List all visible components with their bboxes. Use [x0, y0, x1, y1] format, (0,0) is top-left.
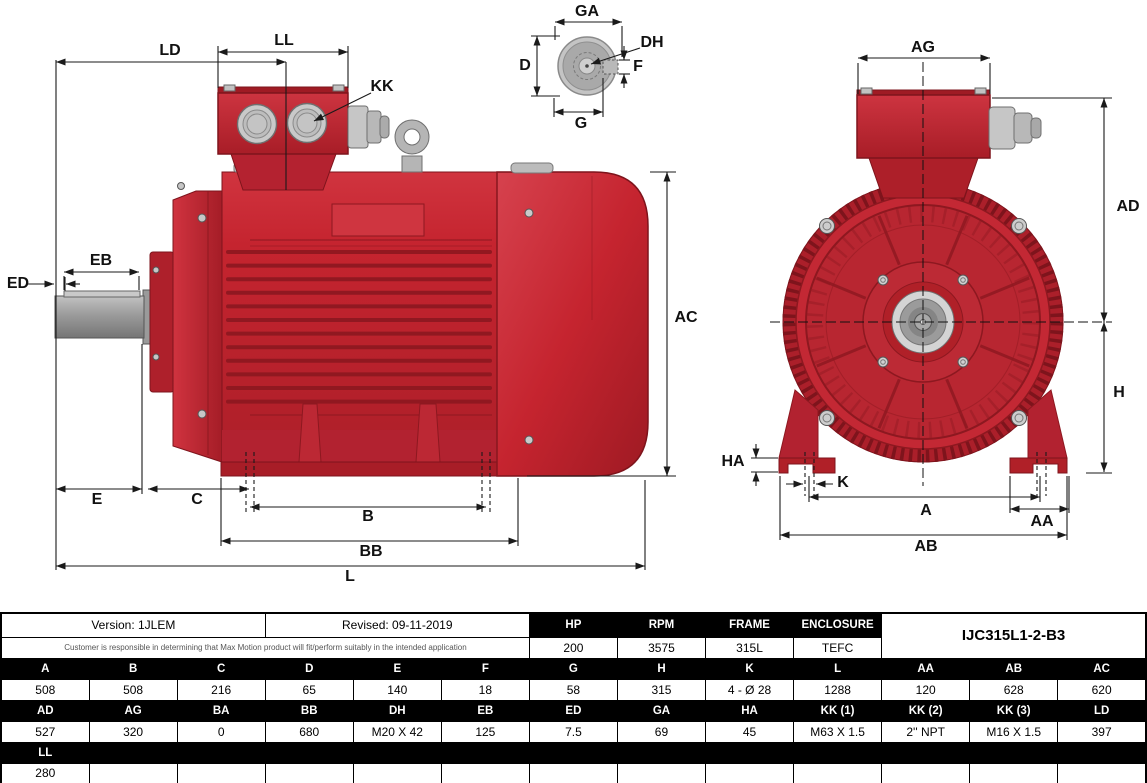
nameplate — [331, 203, 425, 237]
front-feet — [778, 389, 1068, 474]
fan-cover — [496, 171, 649, 477]
cooling-fins — [226, 250, 492, 404]
table-row-dim-values-3: 280 — [0, 762, 1147, 783]
cable-gland-front — [988, 106, 1042, 150]
shaft — [54, 289, 154, 345]
dim-label-b: B — [362, 508, 374, 525]
rpm-value: 3575 — [616, 636, 707, 659]
motor-frame — [220, 171, 526, 477]
vent-cap — [510, 162, 554, 174]
front-centerlines — [770, 62, 1112, 486]
dim-label-dh: DH — [640, 34, 664, 51]
face-bolts — [877, 274, 969, 368]
dim-label-bb: BB — [359, 543, 383, 560]
dim-label-d: D — [519, 57, 531, 74]
side-view-dimensions — [28, 46, 676, 570]
bearing-cap — [149, 251, 175, 393]
table-row-dim-headers-2: AD AG BA BB DH EB ED GA HA KK (1) KK (2)… — [0, 699, 1147, 722]
dim-label-k: K — [837, 474, 849, 491]
eyebolt — [394, 119, 430, 173]
front-view-dimensions — [751, 54, 1112, 540]
drawing-canvas — [28, 18, 1112, 570]
enclosure-header: ENCLOSURE — [793, 612, 883, 638]
terminal-box-front — [856, 87, 1042, 199]
dim-label-c: C — [191, 491, 203, 508]
table-row-title: Version: 1JLEM Revised: 09-11-2019 HP RP… — [0, 612, 1147, 659]
gland-plug — [286, 102, 328, 144]
dim-label-h: H — [1113, 384, 1125, 401]
disclaimer-text: Customer is responsible in determining t… — [0, 636, 530, 659]
dim-label-a: A — [920, 502, 932, 519]
version-cell: Version: 1JLEM — [0, 612, 266, 638]
dim-label-aa: AA — [1030, 513, 1054, 530]
technical-drawing: LD LL KK EB ED AC E C B BB L GA D DH F G… — [6, 3, 1140, 585]
frame-header: FRAME — [704, 612, 795, 638]
dim-label-ld: LD — [159, 42, 181, 59]
shaft-center-mark — [585, 64, 589, 68]
shaft-end-dimensions — [531, 18, 641, 117]
frame-value: 315L — [704, 636, 795, 659]
dim-label-e: E — [91, 491, 103, 508]
front-view — [770, 62, 1112, 486]
dim-label-g: G — [574, 115, 588, 132]
foot-gusset — [298, 403, 322, 463]
dim-label-eb: EB — [89, 252, 113, 269]
side-view — [54, 84, 649, 477]
dim-label-ed: ED — [6, 275, 30, 292]
drive-end-bell — [172, 182, 223, 463]
spec-table: Version: 1JLEM Revised: 09-11-2019 HP RP… — [0, 612, 1147, 783]
shaft-key — [602, 59, 619, 75]
hp-value: 200 — [528, 636, 618, 659]
dim-label-ac: AC — [674, 309, 698, 326]
gland-plug — [236, 103, 278, 145]
end-shield-ribs — [816, 215, 1030, 429]
dim-label-l: L — [345, 568, 355, 585]
shaft-end-view — [531, 18, 641, 117]
dim-label-ll: LL — [274, 32, 294, 49]
dim-label-f: F — [633, 58, 643, 75]
table-row-dim-values-2: 527 320 0 680 M20 X 42 125 7.5 69 45 M63… — [0, 720, 1147, 743]
model-number: IJC315L1-2-B3 — [881, 612, 1147, 659]
cable-gland-side — [347, 105, 390, 149]
dim-label-kk: KK — [370, 78, 394, 95]
dim-label-ga: GA — [575, 3, 599, 20]
foot-gusset — [415, 403, 441, 463]
dim-label-ag: AG — [911, 39, 935, 56]
rim-bolts — [819, 218, 1027, 426]
foot-plate — [220, 461, 526, 477]
dim-label-ha: HA — [721, 453, 745, 470]
enclosure-value: TEFC — [793, 636, 883, 659]
table-row-dim-headers-1: A B C D E F G H K L AA AB AC — [0, 657, 1147, 680]
revised-cell: Revised: 09-11-2019 — [264, 612, 530, 638]
dim-label-ab: AB — [914, 538, 938, 555]
terminal-box-side — [217, 84, 390, 191]
hp-header: HP — [528, 612, 618, 638]
rpm-header: RPM — [616, 612, 707, 638]
table-row-dim-values-1: 508 508 216 65 140 18 58 315 4 - Ø 28 12… — [0, 678, 1147, 701]
dim-label-ad: AD — [1116, 198, 1140, 215]
table-row-dim-headers-3: LL — [0, 741, 1147, 764]
